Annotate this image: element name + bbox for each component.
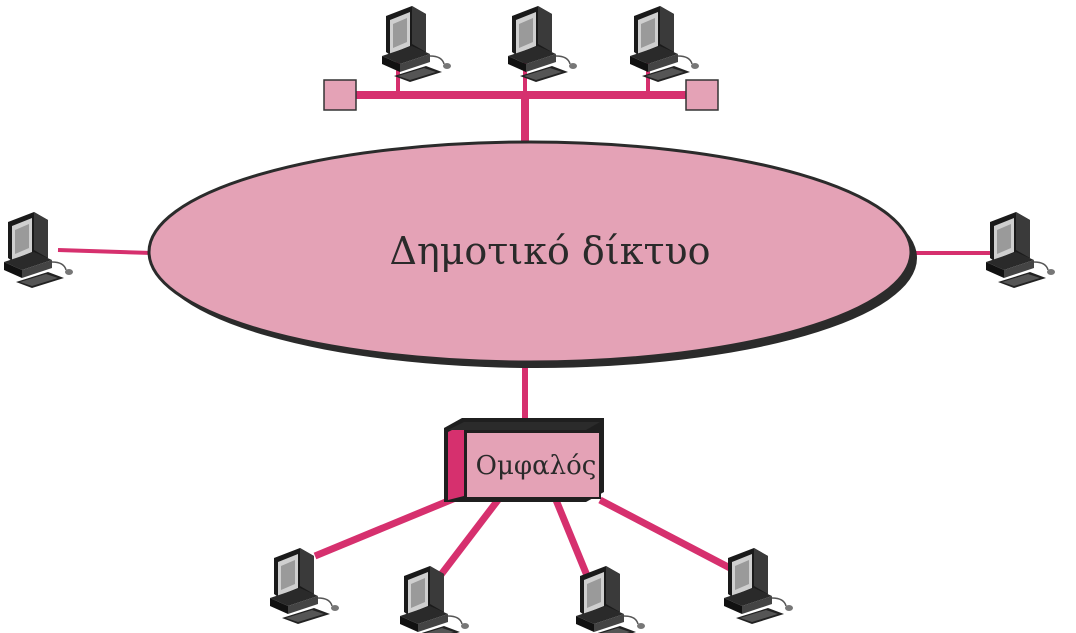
- computer-icon: [399, 565, 470, 633]
- hub-box: Ομφαλός: [444, 418, 604, 502]
- hub-link-4: [598, 496, 732, 572]
- computer-icon: [269, 547, 340, 625]
- computer-icon: [723, 547, 794, 625]
- bus-terminator-left: [323, 79, 357, 111]
- computer-icon: [575, 565, 646, 633]
- left-computer-link: [57, 248, 153, 255]
- links: [57, 48, 1000, 580]
- computer-icon: [985, 211, 1056, 289]
- hub-link-3: [552, 498, 592, 580]
- computer-icon: [629, 5, 700, 83]
- bus-terminator-right: [685, 79, 719, 111]
- network-label: Δημοτικό δίκτυο: [390, 229, 711, 273]
- hub-link-1: [313, 488, 472, 560]
- computer-icon: [381, 5, 452, 83]
- computer-icon: [507, 5, 578, 83]
- hub-link-2: [437, 497, 501, 579]
- hub-label: Ομφαλός: [476, 451, 597, 481]
- network-cloud: Δημοτικό δίκτυο: [147, 140, 917, 368]
